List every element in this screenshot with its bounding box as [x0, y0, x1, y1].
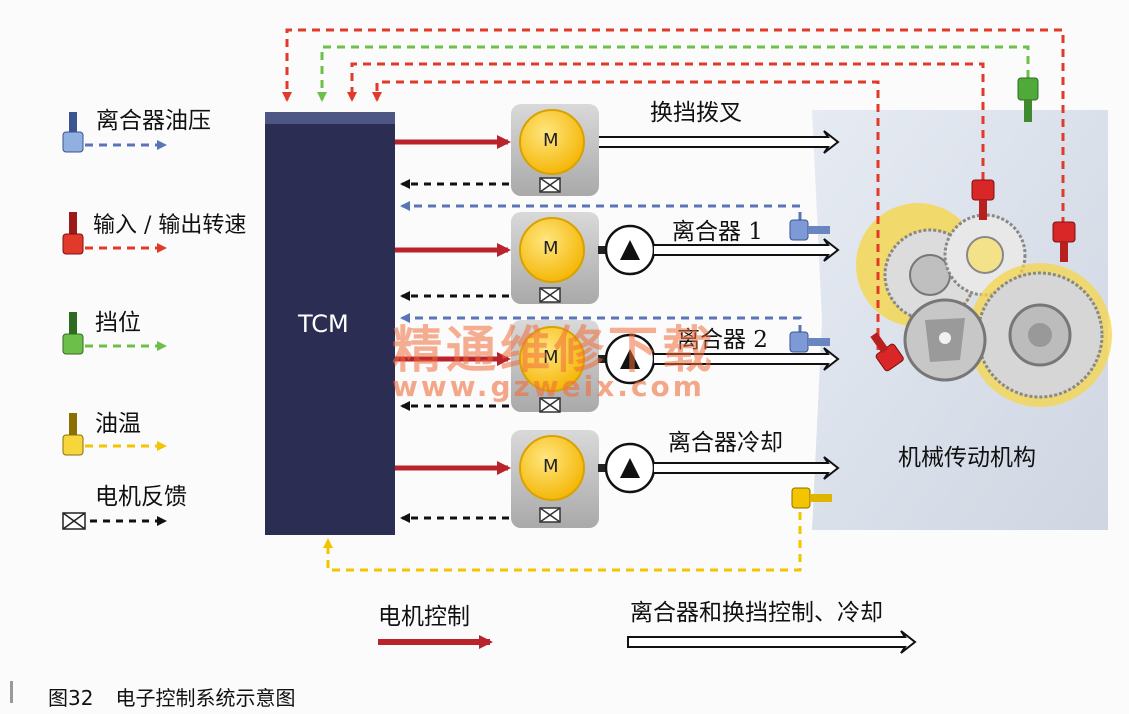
- motor-label-1: M: [543, 130, 559, 151]
- motor-unit-1: [511, 104, 599, 196]
- gear-assembly: [856, 203, 1112, 407]
- clutch1-label: 离合器 1: [672, 219, 763, 245]
- speed-sensor-2: [1052, 221, 1076, 262]
- pump-3: [598, 442, 656, 494]
- motor-control-arrows: [395, 135, 511, 475]
- watermark-text: 精通维修下载: [392, 321, 716, 379]
- speed-line-inner: [372, 80, 880, 350]
- speed-sensor-3: [870, 332, 904, 372]
- legend-gear-sensor-icon: [62, 312, 167, 355]
- tcm-top-edge: [265, 112, 395, 124]
- output-arrows: [599, 130, 840, 480]
- caption-bar: [10, 681, 13, 703]
- gear-position-line: [317, 45, 1030, 102]
- motor-feedback-arrows: [400, 179, 535, 523]
- figure-title: 电子控制系统示意图: [115, 686, 296, 710]
- legend-gear-position-label: 挡位: [95, 310, 141, 336]
- legend-oil-temp-label: 油温: [95, 411, 141, 437]
- motor-units: [511, 104, 599, 528]
- motor-unit-4: [511, 430, 599, 528]
- pump-1: [598, 224, 656, 276]
- motor-label-3: M: [543, 347, 559, 368]
- bottom-legend-arrows: [378, 630, 917, 654]
- watermark-url: www.gzweix.com: [392, 370, 705, 403]
- legend-motor-feedback-label: 电机反馈: [95, 484, 187, 510]
- clutch1-pressure-line: [400, 201, 802, 220]
- motor-unit-2: [511, 212, 599, 304]
- sensors: [789, 77, 1076, 509]
- clutch2-pressure-line: [400, 313, 802, 333]
- clutch-shift-cooling-legend-label: 离合器和换挡控制、冷却: [630, 600, 883, 626]
- legend-speed-sensor-icon: [62, 212, 167, 255]
- figure-caption: 图32 电子控制系统示意图: [48, 682, 295, 711]
- oil-temp-sensor: [791, 487, 832, 509]
- clutch-cooling-label: 离合器冷却: [668, 430, 783, 456]
- legend-clutch-pressure-label: 离合器油压: [96, 108, 211, 134]
- clutch2-label: 离合器 2: [677, 327, 768, 353]
- legend-icons: [62, 112, 167, 530]
- oil-temp-line: [323, 498, 802, 572]
- legend-io-speed-label: 输入 / 输出转速: [93, 213, 247, 238]
- motor-unit-3: [511, 320, 599, 413]
- shift-fork-label: 换挡拨叉: [650, 100, 742, 126]
- mechanism-box: [812, 110, 1112, 530]
- tcm-label: TCM: [298, 310, 349, 338]
- motor-label-2: M: [543, 238, 559, 259]
- speed-sensor-1: [971, 179, 995, 220]
- tcm-block: [265, 112, 395, 535]
- mechanism-label: 机械传动机构: [898, 445, 1036, 471]
- legend-pressure-sensor-icon: [62, 112, 167, 153]
- motor-label-4: M: [543, 456, 559, 477]
- clutch2-pressure-sensor: [789, 331, 830, 353]
- clutch1-pressure-sensor: [789, 219, 830, 241]
- motor-control-legend-label: 电机控制: [378, 604, 470, 630]
- speed-line-mid: [347, 62, 985, 180]
- gear-position-sensor: [1017, 77, 1039, 122]
- legend-motor-feedback-icon: [62, 512, 167, 530]
- figure-number: 图32: [48, 686, 94, 710]
- legend-temp-sensor-icon: [62, 413, 167, 456]
- sensor-lines: [282, 28, 1065, 572]
